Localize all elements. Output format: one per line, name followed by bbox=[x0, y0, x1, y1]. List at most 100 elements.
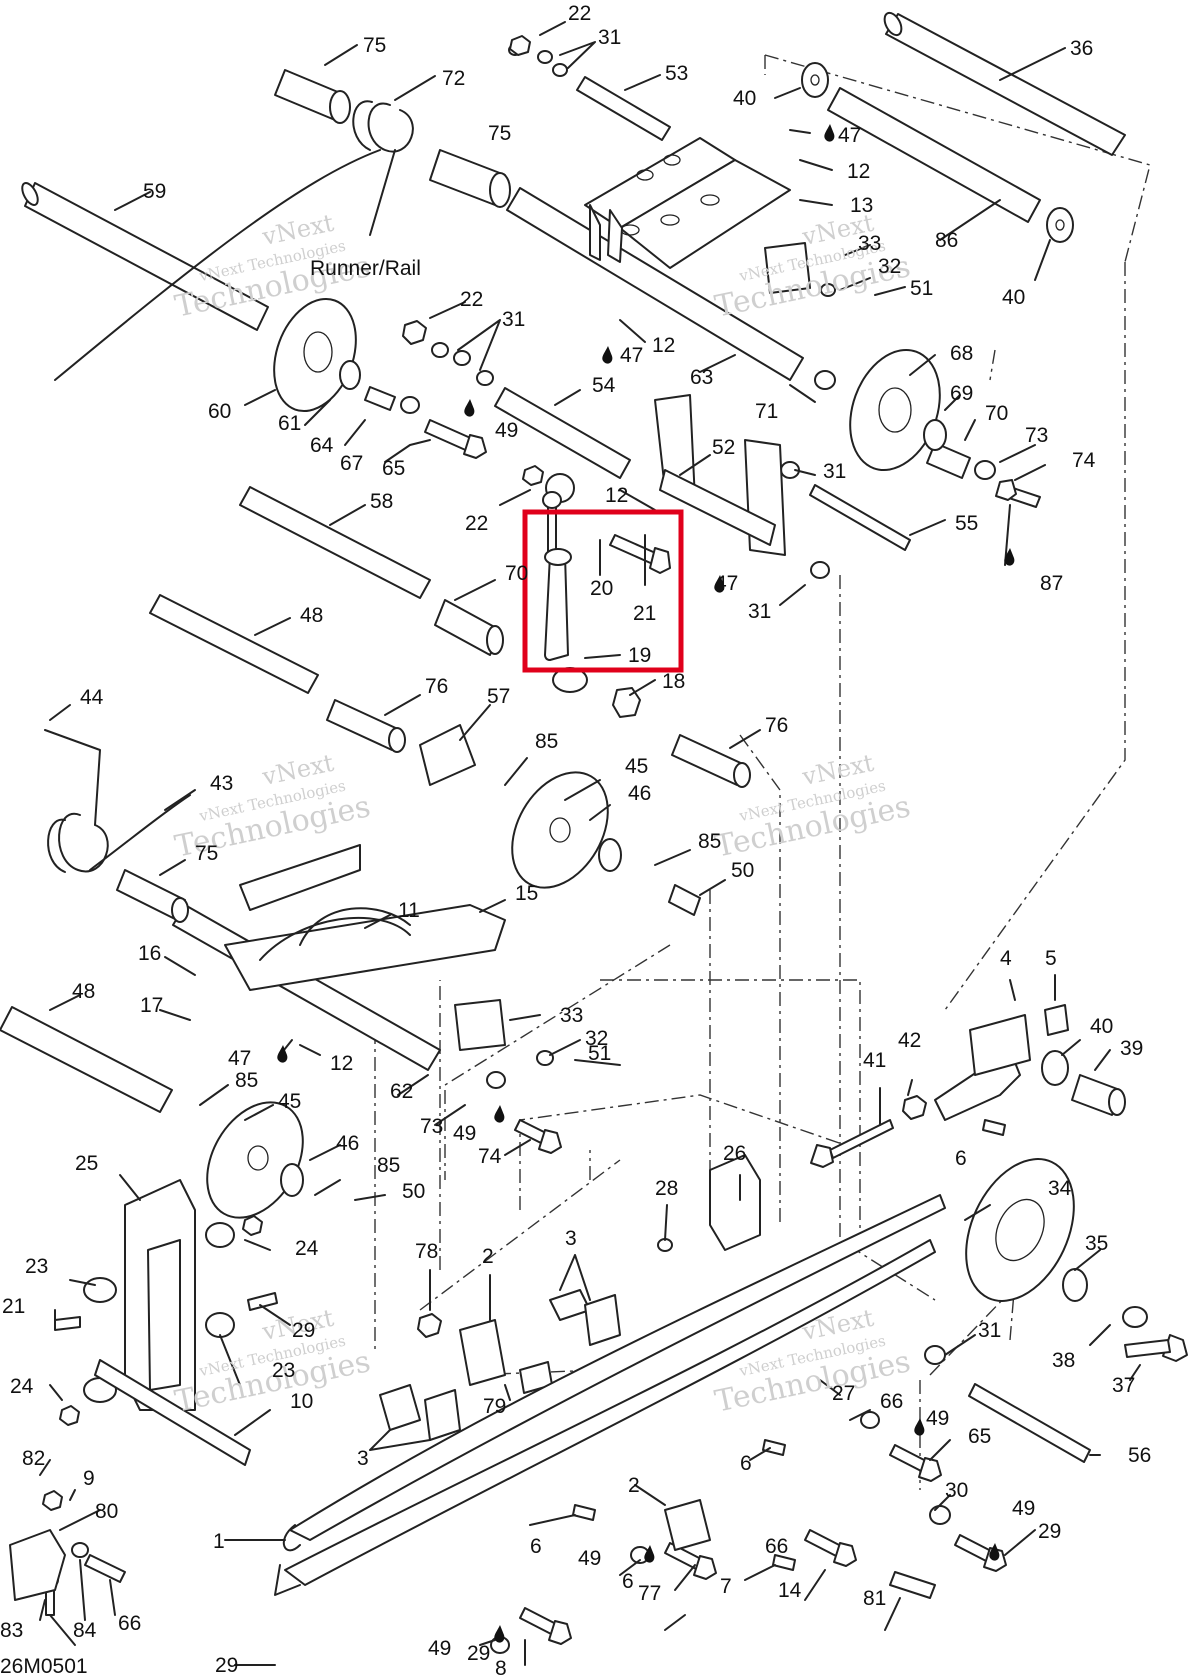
part-label: 83 bbox=[0, 1619, 23, 1642]
part-label: 57 bbox=[487, 685, 510, 708]
nuts bbox=[42, 35, 927, 1511]
part-label: 51 bbox=[588, 1042, 611, 1065]
part-label: 23 bbox=[272, 1359, 295, 1382]
drop-icon bbox=[602, 346, 613, 364]
part-label: 84 bbox=[73, 1619, 97, 1642]
drop-icon bbox=[989, 1543, 1000, 1561]
part-label: 37 bbox=[1112, 1374, 1135, 1397]
part-label: 29 bbox=[467, 1642, 490, 1665]
part-label: 6 bbox=[530, 1535, 542, 1558]
part-label: 12 bbox=[652, 334, 675, 357]
part-label: 49 bbox=[453, 1122, 476, 1145]
part-label: 47 bbox=[620, 344, 643, 367]
part-label: 5 bbox=[1045, 947, 1057, 970]
drop-icon bbox=[464, 399, 475, 417]
part-label: 27 bbox=[832, 1382, 855, 1405]
part-label: 49 bbox=[578, 1547, 601, 1570]
part-label: 12 bbox=[330, 1052, 353, 1075]
drop-icon bbox=[494, 1105, 505, 1123]
part-label: 79 bbox=[483, 1395, 506, 1418]
part-label: 77 bbox=[638, 1582, 661, 1605]
part-label: 74 bbox=[478, 1145, 502, 1168]
part-label: 58 bbox=[370, 490, 393, 513]
part-label: 11 bbox=[398, 899, 420, 922]
part-label: 67 bbox=[340, 452, 363, 475]
wheels bbox=[206, 297, 1088, 1302]
part-label: 40 bbox=[1002, 286, 1025, 309]
runner-rail bbox=[274, 1194, 946, 1596]
part-label: 70 bbox=[505, 562, 528, 585]
leader-lines bbox=[39, 21, 1141, 1666]
part-label: 3 bbox=[357, 1447, 369, 1470]
part-label: 47 bbox=[228, 1047, 251, 1070]
part-label: 38 bbox=[1052, 1349, 1075, 1372]
drop-icon bbox=[824, 124, 835, 142]
shafts bbox=[0, 11, 1126, 1463]
part-label: 1 bbox=[213, 1530, 225, 1553]
part-label: 53 bbox=[665, 62, 688, 85]
diagram-code: 26M0501 bbox=[0, 1655, 88, 1678]
bolts bbox=[45, 419, 1188, 1645]
part-label: 31 bbox=[978, 1319, 1001, 1342]
part-label: 75 bbox=[195, 842, 218, 865]
part-label: 48 bbox=[300, 604, 323, 627]
part-label: 45 bbox=[278, 1090, 301, 1113]
part-label: 32 bbox=[585, 1027, 608, 1050]
part-label: 76 bbox=[765, 714, 788, 737]
part-label: 72 bbox=[442, 67, 465, 90]
part-label: 39 bbox=[1120, 1037, 1143, 1060]
part-label: 81 bbox=[863, 1587, 886, 1610]
part-label: 66 bbox=[880, 1390, 903, 1413]
part-label: 46 bbox=[628, 782, 651, 805]
part-label: 41 bbox=[863, 1049, 886, 1072]
part-label: 66 bbox=[118, 1612, 141, 1635]
part-label: 31 bbox=[823, 460, 846, 483]
part-label: 26 bbox=[723, 1142, 746, 1165]
part-label: 49 bbox=[1012, 1497, 1035, 1520]
part-label: 23 bbox=[25, 1255, 48, 1278]
part-label: 82 bbox=[22, 1447, 45, 1470]
part-label: 65 bbox=[968, 1425, 991, 1448]
part-label: 30 bbox=[945, 1479, 968, 1502]
part-label: 16 bbox=[138, 942, 161, 965]
part-label: 59 bbox=[143, 180, 166, 203]
part-label: 6 bbox=[955, 1147, 967, 1170]
part-label: 45 bbox=[625, 755, 648, 778]
springs bbox=[44, 100, 414, 873]
part-label: 21 bbox=[633, 602, 656, 625]
part-labels: 22 31 36 75 72 53 40 47 75 12 13 59 33 8… bbox=[0, 2, 1151, 1678]
highlight-box bbox=[522, 509, 684, 673]
part-label: 33 bbox=[858, 232, 881, 255]
part-label: 29 bbox=[215, 1654, 238, 1677]
part-label: 31 bbox=[748, 600, 771, 623]
part-label: 34 bbox=[1048, 1177, 1072, 1200]
part-label: 61 bbox=[278, 412, 301, 435]
part-label: 60 bbox=[208, 400, 231, 423]
drop-icon bbox=[494, 1625, 505, 1643]
part-label: 19 bbox=[628, 644, 651, 667]
part-label: 33 bbox=[560, 1004, 583, 1027]
washers bbox=[41, 44, 1148, 1654]
part-label: 50 bbox=[402, 1180, 425, 1203]
part-label: 36 bbox=[1070, 37, 1093, 60]
drop-icon bbox=[714, 575, 725, 593]
part-label: 49 bbox=[428, 1637, 451, 1660]
part-label: 21 bbox=[2, 1295, 25, 1318]
part-label: 76 bbox=[425, 675, 448, 698]
brackets bbox=[9, 137, 1069, 1601]
shock-absorber bbox=[542, 491, 671, 718]
part-label: 42 bbox=[898, 1029, 921, 1052]
part-label: 71 bbox=[755, 400, 778, 423]
drop-icon bbox=[1004, 548, 1015, 566]
part-label: 10 bbox=[290, 1390, 313, 1413]
part-label: 52 bbox=[712, 436, 735, 459]
bushings bbox=[116, 69, 1126, 1116]
part-label: 12 bbox=[847, 160, 870, 183]
lubrication-drops bbox=[277, 124, 1015, 1643]
part-label: 68 bbox=[950, 342, 973, 365]
part-label: 78 bbox=[415, 1240, 438, 1263]
part-label: 70 bbox=[985, 402, 1008, 425]
part-label: 24 bbox=[10, 1375, 34, 1398]
part-label: 32 bbox=[878, 255, 901, 278]
